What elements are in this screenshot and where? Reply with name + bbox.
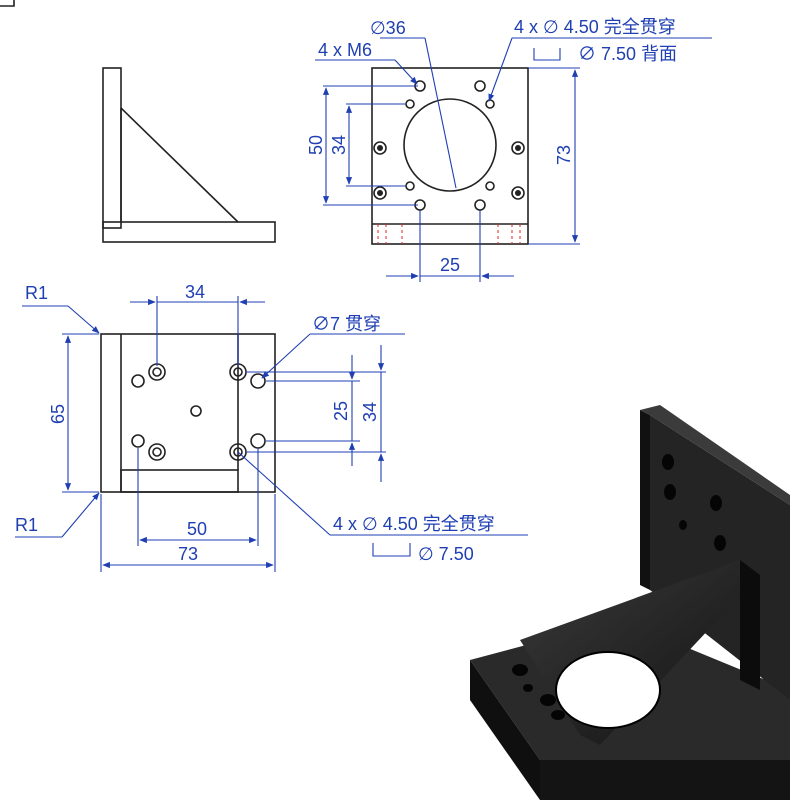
- tapped-holes-label: 4 x M6: [318, 40, 372, 60]
- bracket-render: [470, 405, 790, 800]
- side-view: [102, 67, 276, 243]
- counterbore-label: ∅ 7.50 背面: [578, 44, 677, 64]
- top-view-dimensions: ∅36 4 x M6 4 x ∅ 4.50 完全贯穿 ∅ 7.50 背面 50 …: [306, 17, 712, 282]
- r1-top-label: R1: [25, 283, 48, 303]
- thru-hole-label: ∅7 贯穿: [312, 314, 381, 334]
- dim-73-label: 73: [554, 145, 574, 165]
- corner-mark: [0, 0, 15, 7]
- r1-bottom-label: R1: [15, 515, 38, 535]
- dim-65-label: 65: [48, 404, 68, 424]
- dim-34-right-label: 34: [360, 402, 380, 422]
- front-counterbore-label: ∅ 7.50: [418, 544, 474, 564]
- dim-50-label-front: 50: [187, 519, 207, 539]
- dim-25-right-label: 25: [331, 401, 351, 421]
- dim-34-label: 34: [329, 135, 349, 155]
- center-bore: [403, 98, 497, 192]
- front-thru-holes-label: 4 x ∅ 4.50 完全贯穿: [333, 514, 495, 534]
- dim-50-label: 50: [306, 135, 326, 155]
- bore-diameter-label: ∅36: [370, 18, 406, 38]
- front-view: [100, 333, 276, 493]
- dim-73-label-front: 73: [178, 544, 198, 564]
- dim-25-label: 25: [440, 255, 460, 275]
- top-view: [371, 67, 529, 245]
- thru-holes-label: 4 x ∅ 4.50 完全贯穿: [514, 17, 676, 37]
- front-view-dimensions: R1 R1 34 ∅7 贯穿 65 25 34: [15, 282, 528, 572]
- dim-34-top-label: 34: [185, 282, 205, 302]
